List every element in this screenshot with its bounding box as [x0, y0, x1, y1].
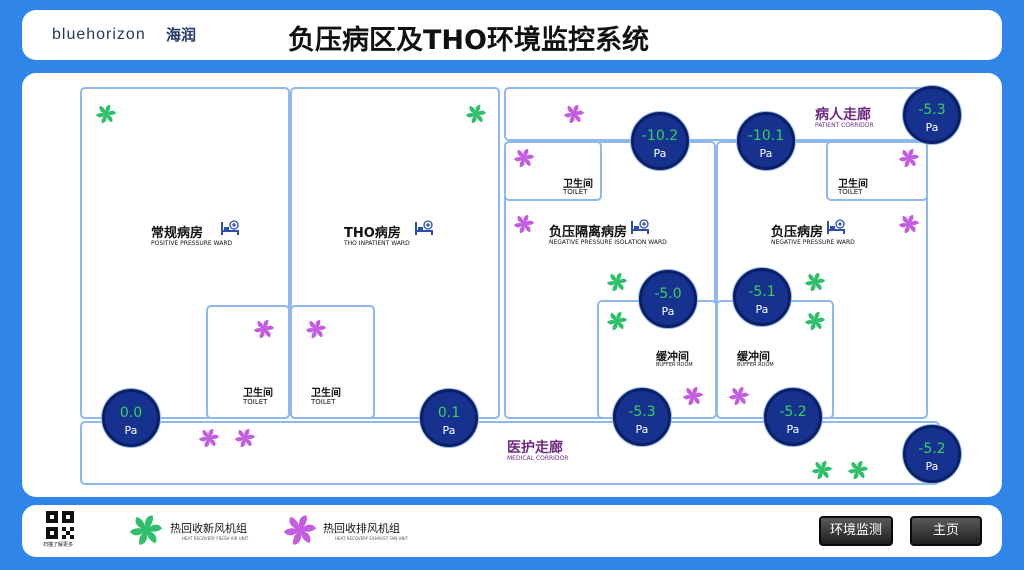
gauge-value: -5.3: [918, 102, 946, 118]
gauge-unit: Pa: [786, 423, 800, 436]
gauge-unit: Pa: [661, 305, 675, 318]
bed-icon: [826, 219, 846, 235]
label-buffer-left-en: BUFFER ROOM: [656, 362, 693, 368]
legend-exhaust-label-en: HEAT RECOVERY EXHAUST FAN UNIT: [335, 536, 409, 541]
label-toilet-3: 卫生间: [563, 179, 593, 190]
label-positive-ward: 常规病房: [151, 226, 204, 241]
gauge-unit: Pa: [759, 147, 773, 160]
home-button[interactable]: 主页: [910, 516, 982, 546]
brand-logo: bluehorizon: [52, 26, 146, 43]
fresh-air-fan-icon[interactable]: [805, 311, 825, 331]
gauge-value: -5.1: [748, 284, 776, 300]
label-tho-ward-en: THO INPATIENT WARD: [344, 240, 410, 247]
label-medical-corridor: 医护走廊: [507, 440, 563, 456]
exhaust-fan-icon[interactable]: [514, 214, 534, 234]
gauge-unit: Pa: [925, 121, 939, 134]
pressure-gauge-positive-ward[interactable]: 0.0 Pa: [102, 389, 160, 447]
label-toilet-2-en: TOILET: [311, 398, 336, 406]
label-patient-corridor: 病人走廊: [815, 107, 871, 123]
exhaust-fan-icon[interactable]: [683, 386, 703, 406]
pressure-gauge-patient-corridor[interactable]: -5.3 Pa: [903, 86, 961, 144]
label-toilet-3-en: TOILET: [563, 188, 588, 196]
label-toilet-4-en: TOILET: [838, 188, 863, 196]
label-neg-iso-ward: 负压隔离病房: [549, 225, 628, 240]
exhaust-fan-icon[interactable]: [899, 148, 919, 168]
room-toilet-2[interactable]: [290, 305, 375, 419]
label-toilet-4: 卫生间: [838, 179, 868, 190]
label-patient-corridor-en: PATIENT CORRIDOR: [815, 122, 874, 129]
bed-icon: [220, 220, 240, 236]
room-toilet-1[interactable]: [206, 305, 290, 419]
gauge-value: -10.1: [747, 128, 785, 144]
exhaust-fan-icon[interactable]: [235, 428, 255, 448]
gauge-value: 0.0: [119, 405, 143, 421]
label-neg-iso-ward-en: NEGATIVE PRESSURE ISOLATION WARD: [549, 239, 667, 246]
label-buffer-right: 缓冲间: [737, 350, 770, 363]
gauge-unit: Pa: [755, 303, 769, 316]
fresh-air-fan-legend-icon: [130, 515, 162, 545]
exhaust-fan-icon[interactable]: [199, 428, 219, 448]
gauge-unit: Pa: [635, 423, 649, 436]
gauge-value: -5.2: [779, 404, 807, 420]
gauge-value: -5.2: [918, 441, 946, 457]
qr-caption: 扫描了解更多: [43, 542, 74, 548]
pressure-gauge-buffer-left-bottom[interactable]: -5.3 Pa: [613, 388, 671, 446]
gauge-unit: Pa: [124, 424, 138, 437]
gauge-value: -5.0: [654, 286, 682, 302]
gauge-unit: Pa: [442, 424, 456, 437]
page-title: 负压病区及THO环境监控系统: [288, 25, 649, 56]
label-toilet-2: 卫生间: [311, 388, 341, 399]
pressure-gauge-medical-corridor[interactable]: -5.2 Pa: [903, 425, 961, 483]
exhaust-fan-icon[interactable]: [514, 148, 534, 168]
qr-code-icon: [46, 511, 74, 539]
env-monitor-button[interactable]: 环境监测: [819, 516, 893, 546]
exhaust-fan-legend-icon: [284, 515, 316, 545]
label-toilet-1: 卫生间: [243, 388, 273, 399]
brand-logo-cn: 海润: [166, 26, 197, 44]
label-toilet-1-en: TOILET: [243, 398, 268, 406]
pressure-gauge-buffer-right-top[interactable]: -5.1 Pa: [733, 268, 791, 326]
legend-fresh-air-label-en: HEAT RECOVERY FRESH AIR UNIT: [182, 536, 249, 541]
fresh-air-fan-icon[interactable]: [466, 104, 486, 124]
exhaust-fan-icon[interactable]: [899, 214, 919, 234]
exhaust-fan-icon[interactable]: [254, 319, 274, 339]
legend-fresh-air-label: 热回收新风机组: [170, 522, 247, 535]
fresh-air-fan-icon[interactable]: [805, 272, 825, 292]
gauge-value: -5.3: [628, 404, 656, 420]
label-neg-ward-en: NEGATIVE PRESSURE WARD: [771, 239, 855, 246]
bed-icon: [630, 219, 650, 235]
fresh-air-fan-icon[interactable]: [607, 311, 627, 331]
room-medical-corridor[interactable]: [80, 421, 940, 485]
bed-icon: [414, 220, 434, 236]
fresh-air-fan-icon[interactable]: [812, 460, 832, 480]
label-buffer-right-en: BUFFER ROOM: [737, 362, 774, 368]
fresh-air-fan-icon[interactable]: [607, 272, 627, 292]
exhaust-fan-icon[interactable]: [729, 386, 749, 406]
pressure-gauge-tho-ward[interactable]: 0.1 Pa: [420, 389, 478, 447]
fresh-air-fan-icon[interactable]: [848, 460, 868, 480]
label-medical-corridor-en: MEDICAL CORRIDOR: [507, 455, 569, 462]
legend-exhaust-label: 热回收排风机组: [323, 522, 400, 535]
fresh-air-fan-icon[interactable]: [96, 104, 116, 124]
label-neg-ward: 负压病房: [771, 225, 824, 240]
pressure-gauge-neg-iso-ward[interactable]: -10.2 Pa: [631, 112, 689, 170]
gauge-unit: Pa: [925, 460, 939, 473]
label-positive-ward-en: POSITIVE PRESSURE WARD: [151, 240, 233, 247]
header-bar: [22, 10, 1002, 60]
gauge-value: -10.2: [641, 128, 679, 144]
exhaust-fan-icon[interactable]: [564, 104, 584, 124]
gauge-unit: Pa: [653, 147, 667, 160]
pressure-gauge-neg-ward[interactable]: -10.1 Pa: [737, 112, 795, 170]
label-buffer-left: 缓冲间: [656, 350, 689, 363]
pressure-gauge-buffer-left-top[interactable]: -5.0 Pa: [639, 270, 697, 328]
label-tho-ward: THO病房: [344, 226, 401, 241]
exhaust-fan-icon[interactable]: [306, 319, 326, 339]
pressure-gauge-buffer-right-bottom[interactable]: -5.2 Pa: [764, 388, 822, 446]
gauge-value: 0.1: [437, 405, 461, 421]
